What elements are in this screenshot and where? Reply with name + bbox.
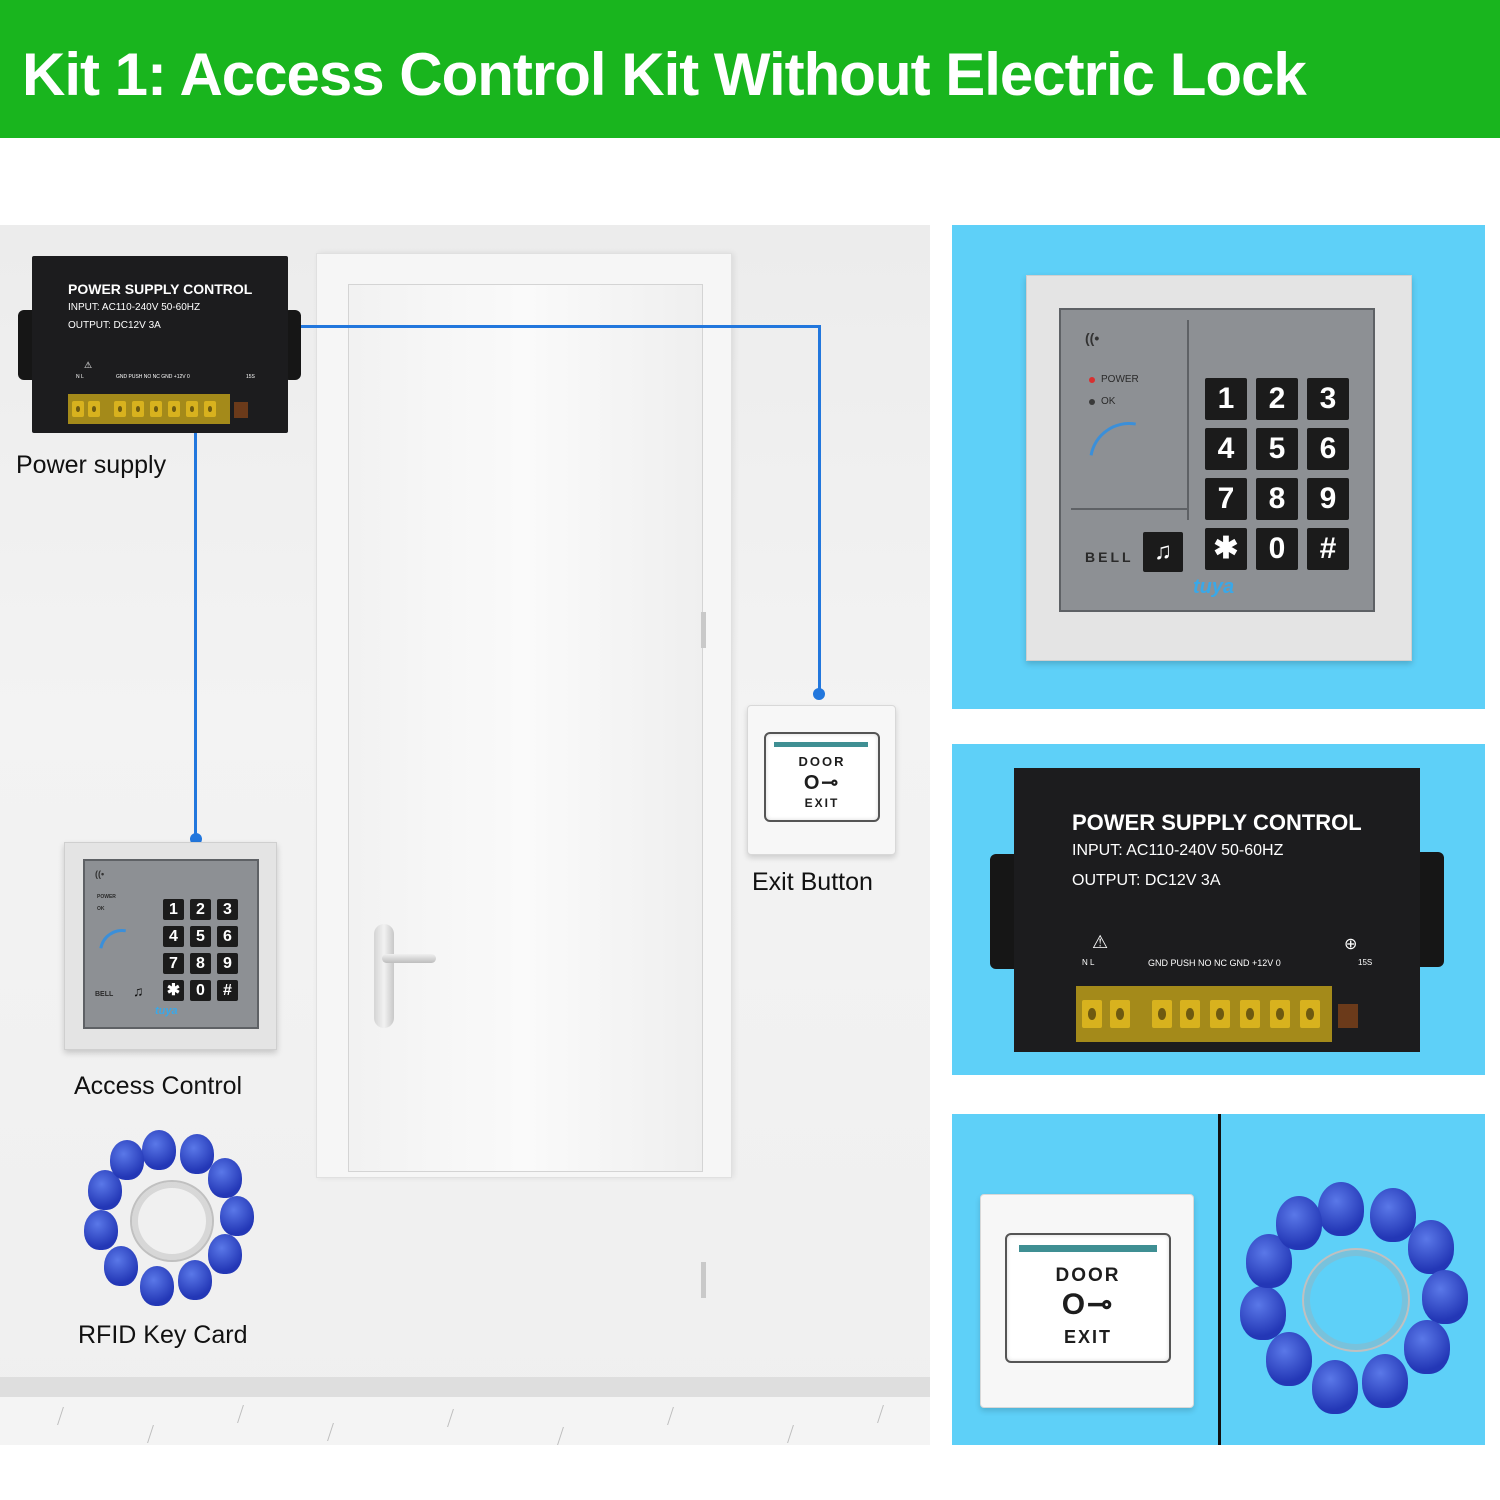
psu-output: OUTPUT: DC12V 3A bbox=[68, 320, 161, 331]
ok-indicator-label: OK bbox=[97, 906, 105, 912]
bell-label: BELL bbox=[1085, 549, 1134, 565]
fuse bbox=[1338, 1004, 1358, 1028]
rfid-key-card-caption: RFID Key Card bbox=[78, 1321, 248, 1349]
timer-icon: ⊕ bbox=[1344, 936, 1358, 953]
key-hash: # bbox=[217, 980, 238, 1001]
psu-timer-label: 15S bbox=[1358, 958, 1373, 967]
key-8: 8 bbox=[1256, 478, 1298, 520]
key-7: 7 bbox=[163, 953, 184, 974]
ok-indicator-label: OK bbox=[1101, 396, 1116, 407]
power-supply-small: POWER SUPPLY CONTROL INPUT: AC110-240V 5… bbox=[32, 256, 288, 433]
rfid-wave-icon bbox=[89, 919, 155, 985]
key-1: 1 bbox=[1205, 378, 1247, 420]
psu-terminal-left-labels: N L bbox=[1082, 958, 1095, 967]
key-star: ✱ bbox=[1205, 528, 1247, 570]
power-supply-large: POWER SUPPLY CONTROL INPUT: AC110-240V 5… bbox=[1014, 768, 1420, 1052]
fuse bbox=[234, 402, 248, 418]
key-6: 6 bbox=[1307, 428, 1349, 470]
exit-button-exit-label: EXIT bbox=[804, 796, 840, 810]
keypad-product-panel: ((• POWER OK BELL ♫ 1 2 3 4 5 6 7 8 9 ✱ … bbox=[952, 225, 1485, 709]
terminal-block bbox=[1076, 986, 1332, 1042]
rfid-wave-icon bbox=[1073, 406, 1185, 518]
key-9: 9 bbox=[217, 953, 238, 974]
key-4: 4 bbox=[1205, 428, 1247, 470]
key-0: 0 bbox=[190, 980, 211, 1001]
wire bbox=[818, 325, 821, 691]
key-icon: O⊸ bbox=[1061, 1288, 1115, 1321]
psu-title: POWER SUPPLY CONTROL bbox=[1072, 810, 1362, 835]
key-9: 9 bbox=[1307, 478, 1349, 520]
psu-terminal-labels: GND PUSH NO NC GND +12V 0 bbox=[1148, 958, 1281, 968]
door-handle-plate bbox=[374, 924, 394, 1028]
exit-button-small: DOOR O⊸ EXIT bbox=[747, 705, 896, 855]
access-control-keypad-large: ((• POWER OK BELL ♫ 1 2 3 4 5 6 7 8 9 ✱ … bbox=[1026, 275, 1412, 661]
wire-connector-dot bbox=[813, 688, 825, 700]
key-5: 5 bbox=[190, 926, 211, 947]
psu-timer-label: 15S bbox=[246, 374, 255, 380]
key-7: 7 bbox=[1205, 478, 1247, 520]
psu-title: POWER SUPPLY CONTROL bbox=[68, 281, 253, 297]
bell-icon: ♫ bbox=[1143, 532, 1183, 572]
key-2: 2 bbox=[190, 899, 211, 920]
exit-button-large: DOOR O⊸ EXIT bbox=[980, 1194, 1194, 1408]
key-3: 3 bbox=[1307, 378, 1349, 420]
exit-button-door-label: DOOR bbox=[798, 754, 846, 769]
power-indicator-label: POWER bbox=[97, 894, 116, 900]
exit-button-door-label: DOOR bbox=[1055, 1265, 1121, 1286]
door-handle bbox=[382, 954, 436, 963]
wifi-icon: ((• bbox=[1085, 330, 1100, 346]
psu-terminal-left-labels: N L bbox=[76, 374, 84, 380]
floor bbox=[0, 1397, 930, 1445]
wifi-icon: ((• bbox=[95, 869, 105, 879]
key-star: ✱ bbox=[163, 980, 184, 1001]
warning-icon: ⚠ bbox=[1092, 932, 1109, 952]
header-banner: Kit 1: Access Control Kit Without Electr… bbox=[0, 0, 1500, 138]
psu-terminal-labels: GND PUSH NO NC GND +12V 0 bbox=[116, 374, 190, 380]
key-3: 3 bbox=[217, 899, 238, 920]
bell-label: BELL bbox=[95, 991, 114, 998]
psu-input: INPUT: AC110-240V 50-60HZ bbox=[1072, 842, 1284, 859]
key-1: 1 bbox=[163, 899, 184, 920]
baseboard bbox=[0, 1377, 930, 1397]
psu-input: INPUT: AC110-240V 50-60HZ bbox=[68, 302, 201, 313]
door-hinge bbox=[701, 612, 706, 648]
warning-icon: ⚠ bbox=[84, 360, 93, 370]
key-5: 5 bbox=[1256, 428, 1298, 470]
key-6: 6 bbox=[217, 926, 238, 947]
power-indicator-label: POWER bbox=[1101, 374, 1139, 385]
terminal-block bbox=[68, 394, 230, 424]
key-hash: # bbox=[1307, 528, 1349, 570]
rfid-key-fobs-large bbox=[1236, 1182, 1472, 1414]
bell-icon: ♫ bbox=[133, 983, 144, 999]
key-0: 0 bbox=[1256, 528, 1298, 570]
key-2: 2 bbox=[1256, 378, 1298, 420]
power-supply-caption: Power supply bbox=[16, 451, 167, 479]
key-4: 4 bbox=[163, 926, 184, 947]
panel-divider bbox=[1218, 1114, 1221, 1445]
psu-output: OUTPUT: DC12V 3A bbox=[1072, 872, 1221, 889]
rfid-key-fobs-small bbox=[80, 1130, 262, 1310]
access-control-caption: Access Control bbox=[74, 1072, 243, 1100]
key-icon: O⊸ bbox=[803, 772, 841, 794]
key-8: 8 bbox=[190, 953, 211, 974]
tuya-logo: tuya bbox=[155, 1005, 178, 1017]
exit-and-rfid-product-panel: DOOR O⊸ EXIT bbox=[952, 1114, 1485, 1445]
access-control-keypad-small: ((• POWER OK BELL ♫ 1 2 3 4 5 6 7 8 9 ✱ … bbox=[64, 842, 277, 1050]
page-title: Kit 1: Access Control Kit Without Electr… bbox=[22, 41, 1307, 108]
exit-button-exit-label: EXIT bbox=[1063, 1327, 1112, 1347]
exit-button-caption: Exit Button bbox=[752, 868, 873, 896]
door bbox=[348, 284, 703, 1172]
power-supply-product-panel: POWER SUPPLY CONTROL INPUT: AC110-240V 5… bbox=[952, 744, 1485, 1075]
wire bbox=[288, 325, 821, 328]
wire bbox=[194, 430, 197, 836]
door-hinge bbox=[701, 1262, 706, 1298]
tuya-logo: tuya bbox=[1193, 576, 1235, 598]
